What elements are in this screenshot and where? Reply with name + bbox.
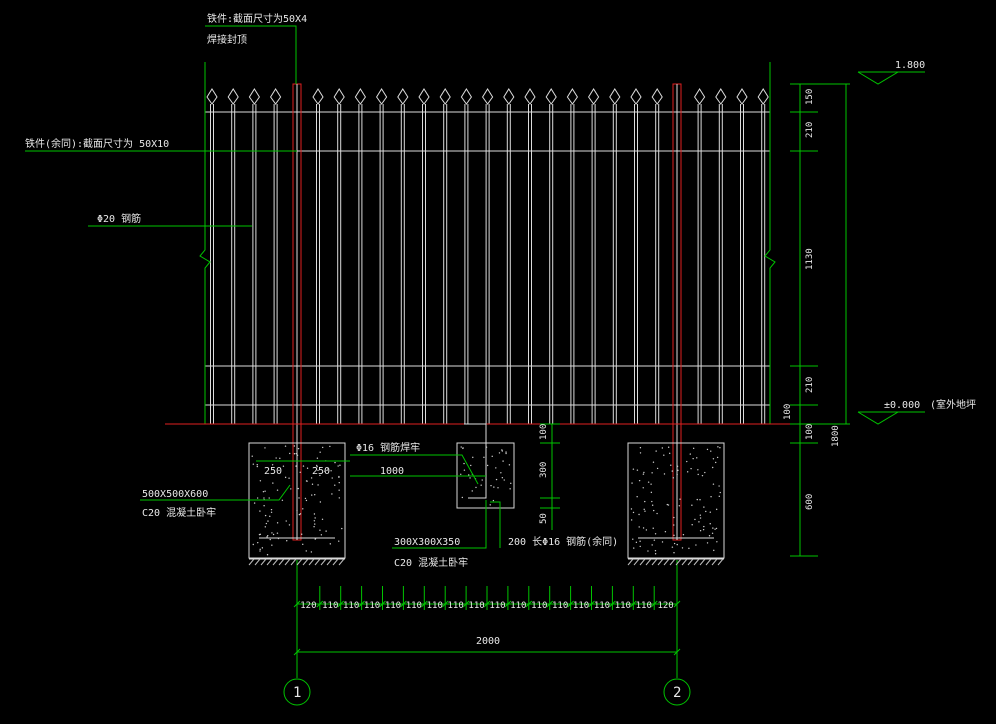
picket bbox=[439, 88, 451, 424]
sdim-50: 50 bbox=[539, 513, 549, 524]
picket bbox=[397, 88, 409, 424]
axis-bubble-2 bbox=[663, 678, 691, 706]
dim-250b: 250 bbox=[312, 466, 330, 477]
rdim-210a: 210 bbox=[805, 122, 815, 138]
bottom-dimension-chain bbox=[293, 560, 681, 678]
fence-pickets bbox=[206, 88, 769, 424]
label-elev-top: 1.800 bbox=[895, 60, 925, 71]
picket bbox=[609, 88, 621, 424]
picket bbox=[460, 88, 473, 424]
rdim-600: 600 bbox=[805, 494, 815, 510]
picket bbox=[736, 88, 748, 424]
label-top-iron-1: 铁件:截面尺寸为50X4 bbox=[207, 12, 307, 25]
rdim-210b: 210 bbox=[805, 377, 815, 393]
rdim-total: 1800 bbox=[831, 425, 841, 447]
label-weld-16: Φ16 钢筋焊牢 bbox=[356, 441, 420, 454]
axis-bubble-1 bbox=[283, 678, 311, 706]
label-rebar-20: Φ20 钢筋 bbox=[97, 212, 141, 225]
ground-hatch bbox=[248, 558, 724, 566]
picket bbox=[333, 88, 345, 424]
bottom-dim: 110 bbox=[552, 601, 568, 611]
small-footing-dimensions bbox=[540, 423, 560, 530]
label-footing-small-mat: C20 混凝土卧牢 bbox=[394, 556, 468, 569]
right-break-line bbox=[764, 62, 776, 424]
picket bbox=[524, 88, 536, 424]
label-footing-big-mat: C20 混凝土卧牢 bbox=[142, 506, 216, 519]
label-top-iron-2: 焊接封顶 bbox=[207, 33, 247, 46]
bottom-dim: 110 bbox=[594, 601, 610, 611]
bottom-dimension-texts: 120 110 110 110 110 110 110 110 110 110 110 110 110 1… bbox=[300, 601, 673, 611]
label-elev-ground: ±0.000 bbox=[884, 400, 920, 411]
bottom-dim: 110 bbox=[364, 601, 380, 611]
picket bbox=[757, 88, 769, 424]
rdim-100a: 100 bbox=[783, 404, 793, 420]
picket bbox=[651, 88, 663, 424]
picket bbox=[375, 88, 388, 424]
picket bbox=[715, 88, 727, 424]
dim-250a: 250 bbox=[264, 466, 282, 477]
bottom-dim: 110 bbox=[615, 601, 631, 611]
picket bbox=[227, 88, 239, 424]
bottom-dim: 110 bbox=[448, 601, 464, 611]
picket bbox=[481, 88, 494, 424]
bottom-dim: 110 bbox=[636, 601, 652, 611]
label-footing-small-size: 300X300X350 bbox=[394, 537, 460, 548]
sdim-100: 100 bbox=[539, 424, 549, 440]
bottom-dim: 110 bbox=[322, 601, 338, 611]
picket bbox=[269, 88, 282, 424]
bottom-dim: 120 bbox=[300, 601, 316, 611]
bottom-dim: 110 bbox=[385, 601, 401, 611]
bottom-dim: 110 bbox=[573, 601, 589, 611]
label-iron-rest: 铁件(余同):截面尺寸为 50X10 bbox=[25, 137, 169, 150]
picket bbox=[503, 88, 515, 424]
fence-rails bbox=[205, 111, 770, 406]
picket bbox=[418, 88, 430, 424]
bottom-dim: 110 bbox=[510, 601, 526, 611]
picket bbox=[312, 88, 324, 424]
bottom-dim: 110 bbox=[427, 601, 443, 611]
left-break-line bbox=[199, 62, 211, 424]
rdim-100b: 100 bbox=[805, 424, 815, 440]
picket bbox=[630, 88, 642, 424]
label-elev-ground-note: (室外地坪 bbox=[930, 398, 976, 411]
right-dimensions bbox=[790, 71, 925, 557]
footing-middle bbox=[456, 423, 515, 509]
label-footing-big-size: 500X500X600 bbox=[142, 489, 208, 500]
picket bbox=[693, 88, 706, 424]
bottom-dim: 110 bbox=[531, 601, 547, 611]
bottom-dim: 110 bbox=[468, 601, 484, 611]
bottom-dim: 110 bbox=[343, 601, 359, 611]
picket bbox=[566, 88, 579, 424]
picket bbox=[545, 88, 557, 424]
axis-label-1: 1 bbox=[293, 685, 301, 701]
leaders bbox=[25, 25, 501, 549]
dim-2000: 2000 bbox=[476, 636, 500, 647]
sdim-300: 300 bbox=[539, 462, 549, 478]
rdim-150: 150 bbox=[805, 89, 815, 105]
bottom-dim: 110 bbox=[406, 601, 422, 611]
bottom-dim: 120 bbox=[657, 601, 673, 611]
picket bbox=[248, 88, 261, 424]
picket bbox=[206, 88, 218, 424]
bottom-dim: 110 bbox=[489, 601, 505, 611]
fence-posts bbox=[292, 83, 682, 541]
rdim-1130: 1130 bbox=[805, 248, 815, 270]
label-rebar-200: 200 长Φ16 钢筋(余同) bbox=[508, 535, 618, 548]
picket bbox=[587, 88, 600, 424]
axis-label-2: 2 bbox=[673, 685, 681, 701]
footing-right bbox=[627, 442, 725, 559]
dim-1000: 1000 bbox=[380, 466, 404, 477]
picket bbox=[354, 88, 367, 424]
